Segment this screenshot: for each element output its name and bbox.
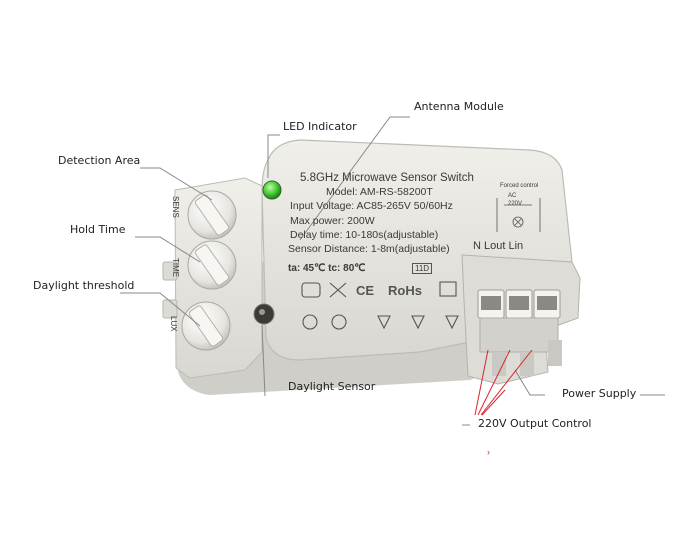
dial-lux-label: LUX xyxy=(169,316,178,332)
label-terminals: N Lout Lin xyxy=(473,240,524,252)
label-delay-time: Delay time: 10-180s(adjustable) xyxy=(290,229,439,241)
led-indicator-light xyxy=(262,180,282,200)
cert-symbols xyxy=(301,281,459,330)
callout-daylight-sensor: Daylight Sensor xyxy=(288,380,376,393)
callout-daylight-threshold: Daylight threshold xyxy=(33,279,135,292)
time-knob xyxy=(187,240,237,290)
housing-tab xyxy=(162,261,178,281)
callout-leaders xyxy=(120,116,665,426)
dial-time-label: TIME xyxy=(171,258,180,278)
callout-led-indicator: LED Indicator xyxy=(283,120,357,133)
callout-detection-area: Detection Area xyxy=(58,154,141,167)
red-leaders xyxy=(474,349,533,416)
callout-power-supply: Power Supply xyxy=(562,387,637,400)
label-max-power: Max power: 200W xyxy=(290,215,375,227)
label-code: 11D xyxy=(412,263,433,274)
callout-output-control: 220V Output Control xyxy=(478,417,592,430)
wiring-diagram xyxy=(496,198,541,232)
svg-text:›: › xyxy=(487,447,490,457)
lux-knob xyxy=(181,301,231,351)
label-wiring-ac: AC xyxy=(508,193,517,199)
label-ce: CE xyxy=(356,283,375,298)
label-model: Model: AM-RS-58200T xyxy=(326,186,433,198)
label-temps: ta: 45℃ tc: 80℃ xyxy=(288,263,366,274)
label-wiring-voltage: 220V xyxy=(508,201,523,207)
label-sensor-distance: Sensor Distance: 1-8m(adjustable) xyxy=(288,243,450,255)
terminal-slots xyxy=(477,289,562,376)
label-wiring-title: Forced control xyxy=(500,183,539,189)
label-rohs: RoHs xyxy=(388,283,422,298)
label-title: 5.8GHz Microwave Sensor Switch xyxy=(300,172,474,184)
dial-sens-label: SENS xyxy=(171,196,180,218)
callout-hold-time: Hold Time xyxy=(70,223,126,236)
sens-knob xyxy=(187,190,237,240)
callout-antenna-module: Antenna Module xyxy=(414,100,504,113)
label-input-voltage: Input Voltage: AC85-265V 50/60Hz xyxy=(290,200,453,212)
